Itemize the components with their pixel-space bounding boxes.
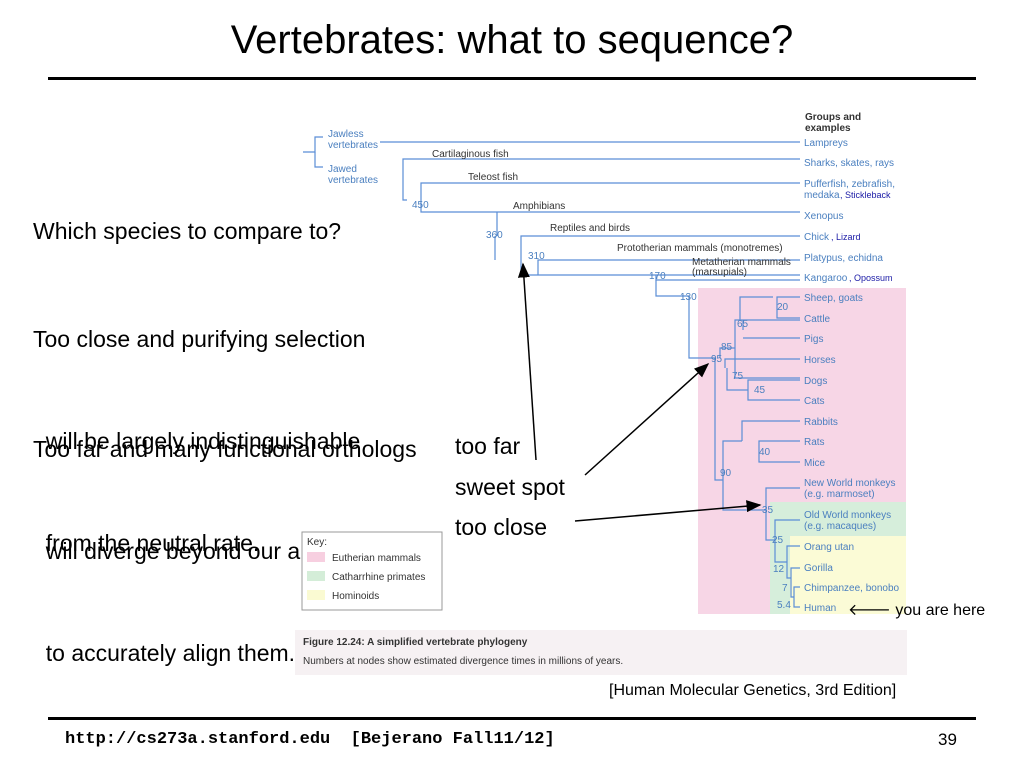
label-metatherian-1: Metatherian mammals [692, 257, 791, 268]
node-75: 75 [732, 371, 744, 382]
key-swatch-hominoid [307, 590, 325, 600]
node-12: 12 [773, 564, 785, 575]
caption-box [295, 630, 907, 675]
node-7: 7 [782, 583, 788, 594]
tip-nwm-2: (e.g. marmoset) [804, 489, 875, 500]
bullet-which-species: Which species to compare to? [33, 214, 341, 248]
label-teleost: Teleost fish [468, 172, 518, 183]
node-65: 65 [737, 319, 749, 330]
label-prototherian: Prototherian mammals (monotremes) [617, 243, 783, 254]
tip-platypus: Platypus, echidna [804, 253, 883, 264]
groups-header-line2: examples [805, 123, 851, 134]
tip-gorilla: Gorilla [804, 563, 833, 574]
arrow-too-far [517, 262, 537, 461]
tip-owm-1: Old World monkeys [804, 510, 891, 521]
node-450: 450 [412, 200, 429, 211]
hominoid-region [790, 536, 906, 614]
bullet-line: Too close and purifying selection [33, 326, 366, 352]
tip-xenopus: Xenopus [804, 211, 843, 222]
title-divider [48, 77, 976, 80]
node-45: 45 [754, 385, 766, 396]
tip-nwm-1: New World monkeys [804, 478, 896, 489]
jawless-label-1: Jawless [328, 129, 364, 140]
tip-human: Human [804, 603, 836, 614]
bullet-line: will be largely indistinguishable [33, 428, 361, 454]
tip-horses: Horses [804, 355, 836, 366]
tip-cats: Cats [804, 396, 825, 407]
tip-chimp: Chimpanzee, bonobo [804, 583, 900, 594]
arrow-too-close [574, 500, 762, 522]
node-310: 310 [528, 251, 545, 262]
jawless-label-2: vertebrates [328, 140, 378, 151]
key-swatch-eutherian [307, 552, 325, 562]
tip-pigs: Pigs [804, 334, 823, 345]
node-35: 35 [762, 505, 774, 516]
you-are-here-label: 🡐 you are here [848, 602, 986, 619]
jawed-label-2: vertebrates [328, 175, 378, 186]
slide-number: 39 [938, 730, 957, 749]
footer-divider [48, 717, 976, 720]
node-360: 360 [486, 230, 503, 241]
caption-title: Figure 12.24: A simplified vertebrate ph… [303, 637, 528, 648]
citation: [Human Molecular Genetics, 3rd Edition] [609, 682, 897, 699]
node-40: 40 [759, 447, 771, 458]
tip-orang: Orang utan [804, 542, 854, 553]
key-box [301, 531, 443, 611]
tip-dogs: Dogs [804, 376, 827, 387]
key-label-eutherian: Eutherian mammals [332, 553, 421, 564]
arrow-sweet-spot [584, 362, 710, 476]
bullet-line: Too far and many functional orthologs [33, 436, 417, 462]
label-too-close: too close [455, 514, 548, 540]
node-85: 85 [721, 342, 733, 353]
tip-chick: Chick [804, 232, 830, 243]
node-130: 130 [680, 292, 697, 303]
groups-header-line1: Groups and [805, 112, 861, 123]
bullet-line: from the neutral rate. [33, 530, 260, 556]
tip-mice: Mice [804, 458, 826, 469]
key-label-hominoid: Hominoids [332, 591, 379, 602]
tip-pufferfish: Pufferfish, zebrafish, [804, 179, 895, 190]
node-170: 170 [649, 271, 666, 282]
label-amphibians: Amphibians [513, 201, 565, 212]
key-title: Key: [307, 537, 327, 548]
label-sweet-spot: sweet spot [455, 474, 565, 500]
label-metatherian-2: (marsupials) [692, 267, 747, 278]
label-reptiles: Reptiles and birds [550, 223, 630, 234]
node-25: 25 [772, 535, 784, 546]
tip-rats: Rats [804, 437, 825, 448]
tip-kangaroo: Kangaroo [804, 273, 848, 284]
tip-cattle: Cattle [804, 314, 831, 325]
node-90: 90 [720, 468, 732, 479]
bullet-line: Which species to compare to? [33, 218, 342, 244]
node-95: 95 [711, 354, 723, 365]
slide-title: Vertebrates: what to sequence? [230, 18, 794, 62]
node-5-4: 5.4 [777, 600, 791, 611]
node-20: 20 [777, 302, 789, 313]
bullet-too-close: Too close and purifying selection will b… [33, 254, 365, 594]
tip-opossum: , Opossum [849, 273, 893, 283]
jawed-label-1: Jawed [328, 164, 357, 175]
label-too-far: too far [455, 433, 521, 459]
tip-medaka: medaka [804, 190, 840, 201]
tip-stickleback: , Stickleback [840, 190, 891, 200]
caption-text: Numbers at nodes show estimated divergen… [303, 656, 623, 667]
tip-sharks: Sharks, skates, rays [804, 158, 894, 169]
tip-rabbits: Rabbits [804, 417, 838, 428]
phylogeny-figure: Groups and examples [295, 112, 907, 675]
tip-owm-2: (e.g. macaques) [804, 521, 876, 532]
key-swatch-catarrhine [307, 571, 325, 581]
tip-sheep: Sheep, goats [804, 293, 863, 304]
bullet-line: to accurately align them. [33, 640, 296, 666]
label-cartilaginous: Cartilaginous fish [432, 149, 509, 160]
key-label-catarrhine: Catharrhine primates [332, 572, 425, 583]
tip-lampreys: Lampreys [804, 138, 848, 149]
footer-course-link[interactable]: http://cs273a.stanford.edu [Bejerano Fal… [65, 730, 555, 749]
tip-lizard: , Lizard [831, 232, 861, 242]
